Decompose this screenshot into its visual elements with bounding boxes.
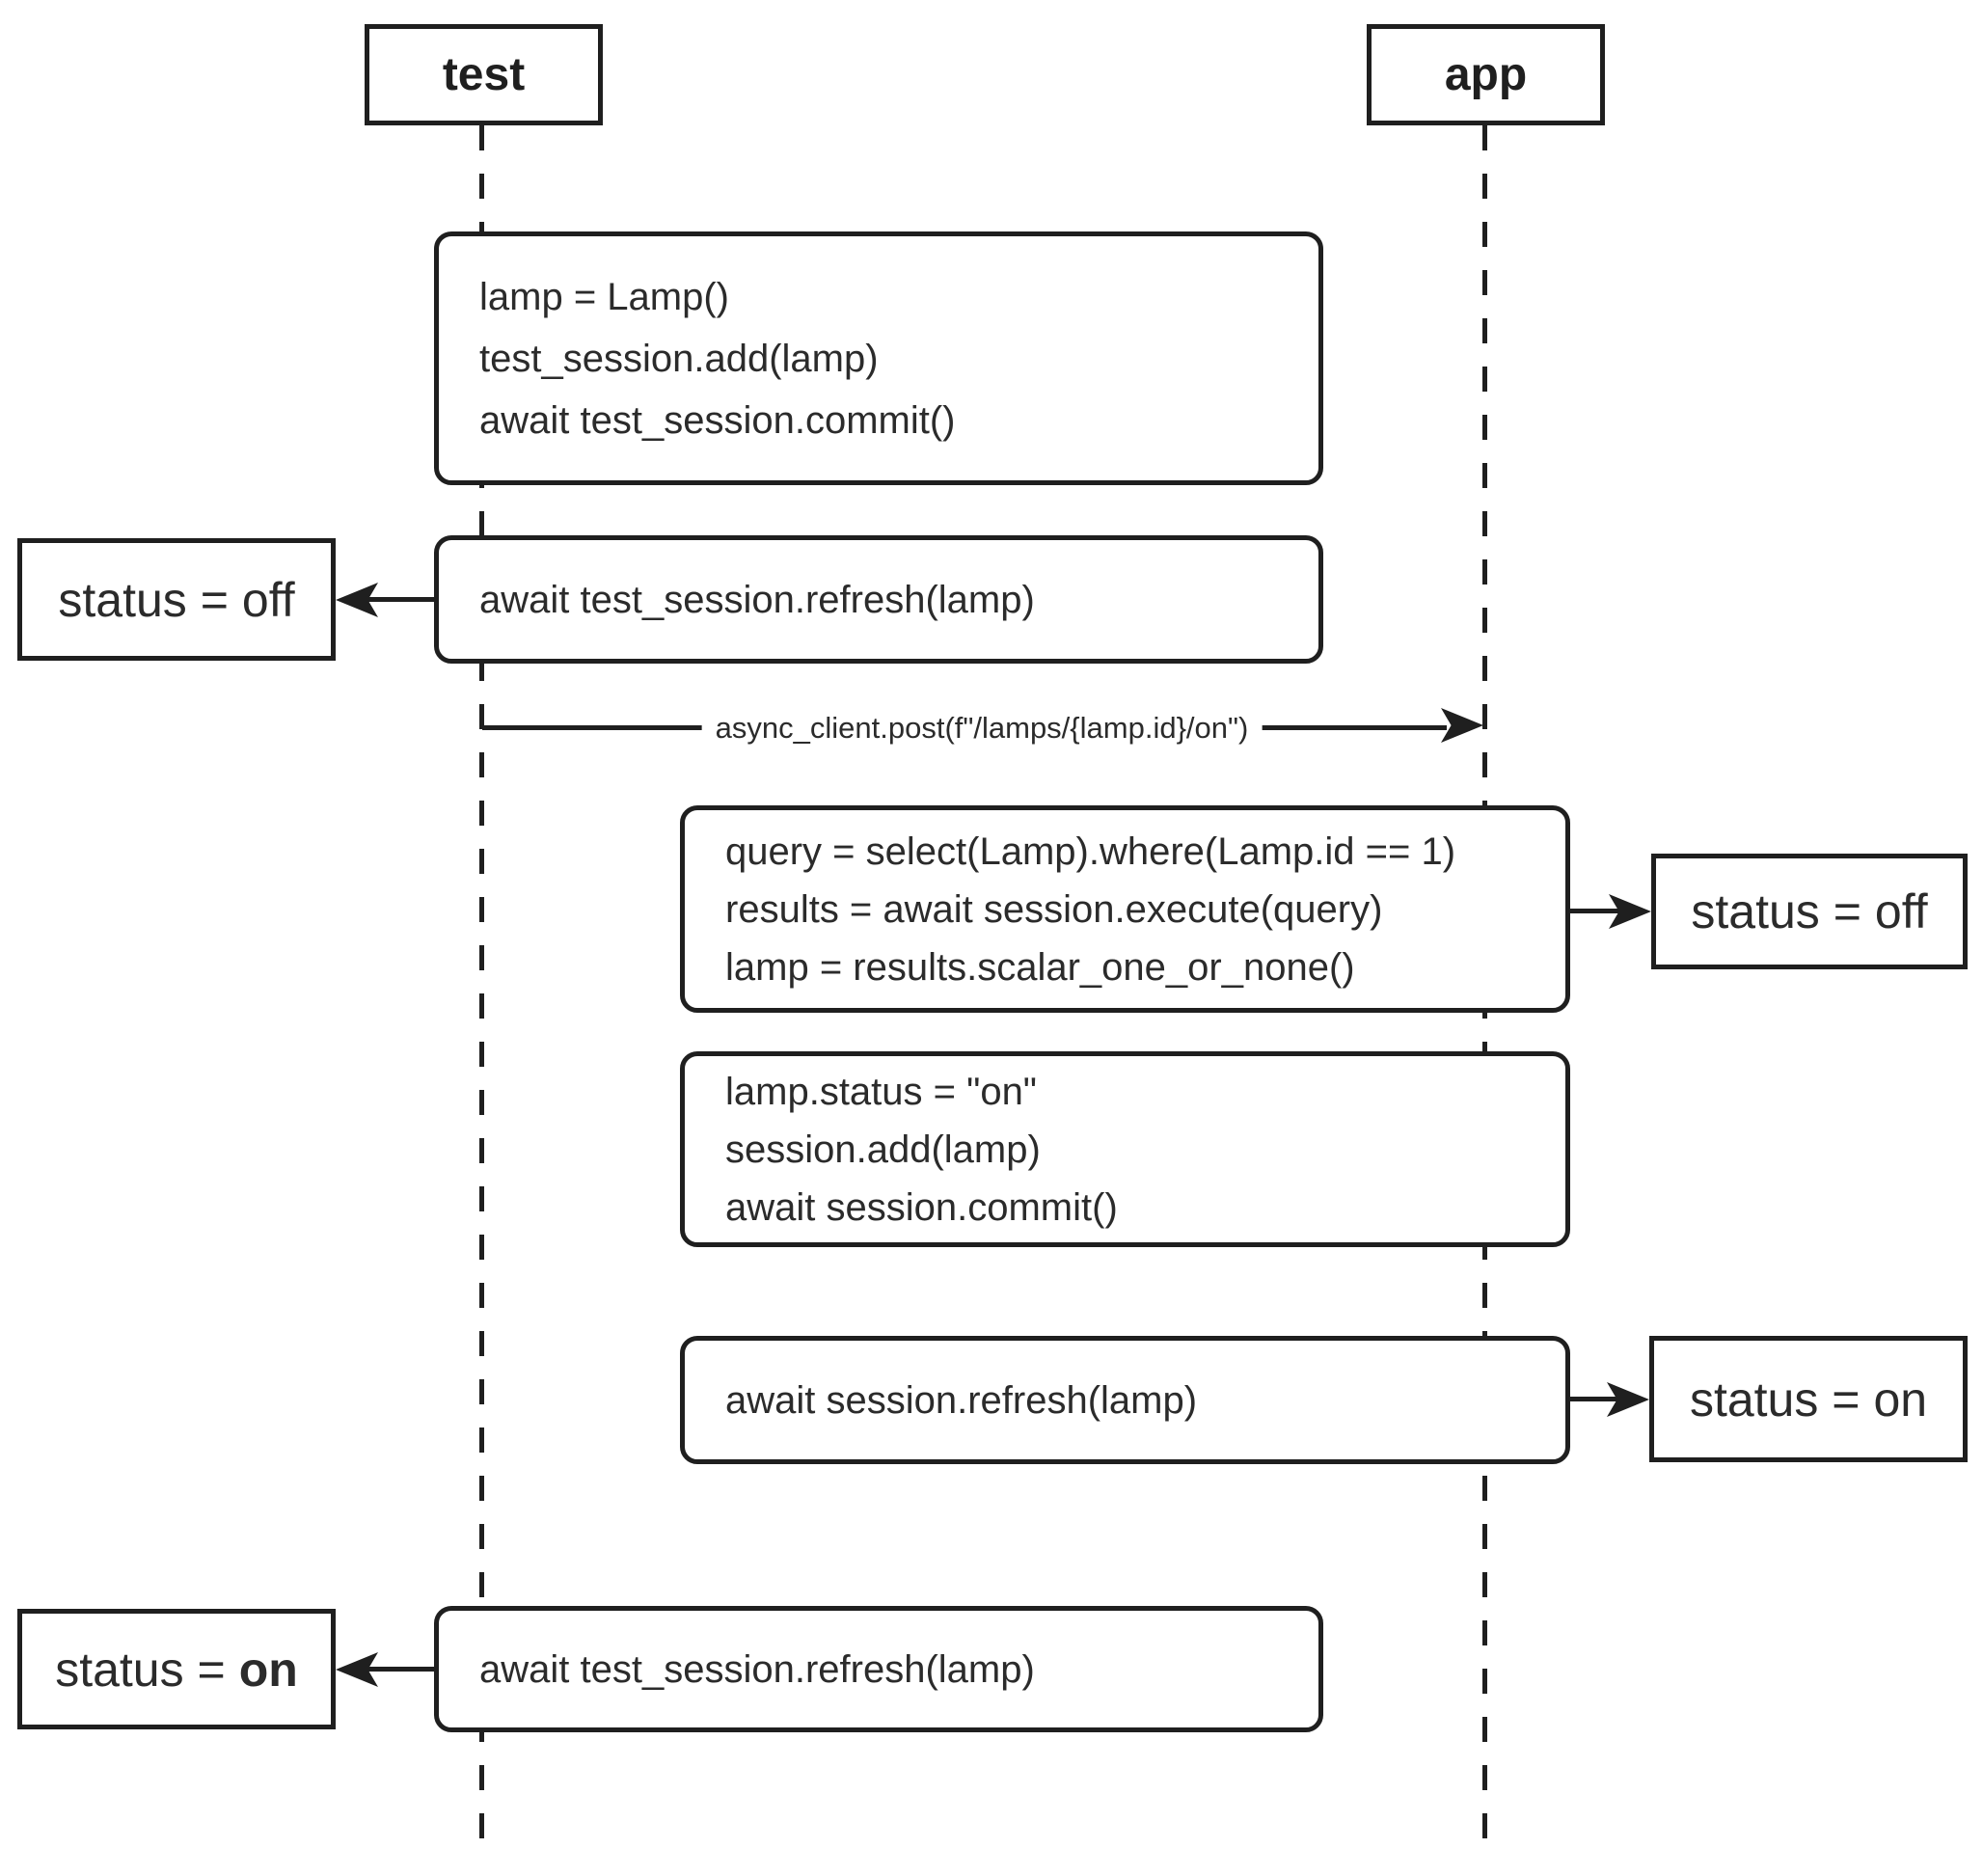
lifeline-test xyxy=(479,125,484,1852)
code-line: lamp = results.scalar_one_or_none() xyxy=(725,945,1355,989)
actor-app-label: app xyxy=(1444,49,1528,100)
code-line: query = select(Lamp).where(Lamp.id == 1) xyxy=(725,829,1456,873)
arrowhead-right-icon xyxy=(1441,708,1483,743)
status-value: off xyxy=(241,572,295,627)
code-line: lamp = Lamp() xyxy=(479,275,729,318)
code-line: await session.refresh(lamp) xyxy=(725,1378,1198,1422)
arrow-line xyxy=(1570,909,1620,913)
status-prefix: status = xyxy=(1689,1372,1861,1427)
code-block-test-refresh-2: await test_session.refresh(lamp) xyxy=(434,1606,1323,1732)
code-block-test-refresh-1: await test_session.refresh(lamp) xyxy=(434,535,1323,664)
code-line: await test_session.refresh(lamp) xyxy=(479,578,1035,621)
code-block-app-refresh: await session.refresh(lamp) xyxy=(680,1336,1570,1464)
arrow-line xyxy=(1570,1397,1618,1401)
status-note-right-on: status = on xyxy=(1649,1336,1968,1462)
status-prefix: status = xyxy=(1691,884,1861,938)
arrow-line xyxy=(367,597,434,602)
code-line: lamp.status = "on" xyxy=(725,1070,1038,1113)
status-note-left-on: status = on xyxy=(17,1609,336,1729)
status-note-right-off: status = off xyxy=(1651,854,1968,969)
code-block-query: query = select(Lamp).where(Lamp.id == 1)… xyxy=(680,805,1570,1013)
arrow-line xyxy=(367,1667,434,1672)
actor-test-label: test xyxy=(442,49,526,100)
code-block-setup: lamp = Lamp() test_session.add(lamp) awa… xyxy=(434,231,1323,485)
code-line: await session.commit() xyxy=(725,1185,1118,1229)
code-block-update: lamp.status = "on" session.add(lamp) awa… xyxy=(680,1051,1570,1247)
status-prefix: status = xyxy=(58,572,229,627)
code-line: test_session.add(lamp) xyxy=(479,337,879,380)
code-line: session.add(lamp) xyxy=(725,1128,1041,1171)
status-prefix: status = xyxy=(55,1642,226,1697)
message-label: async_client.post(f"/lamps/{lamp.id}/on"… xyxy=(701,711,1263,746)
actor-test: test xyxy=(365,24,603,125)
code-line: await test_session.commit() xyxy=(479,398,956,442)
status-value: on xyxy=(238,1642,298,1697)
code-line: await test_session.refresh(lamp) xyxy=(479,1647,1035,1691)
actor-app: app xyxy=(1367,24,1605,125)
code-line: results = await session.execute(query) xyxy=(725,887,1383,931)
status-value: on xyxy=(1873,1372,1928,1427)
status-value: off xyxy=(1874,884,1928,938)
status-note-left-off: status = off xyxy=(17,538,336,661)
